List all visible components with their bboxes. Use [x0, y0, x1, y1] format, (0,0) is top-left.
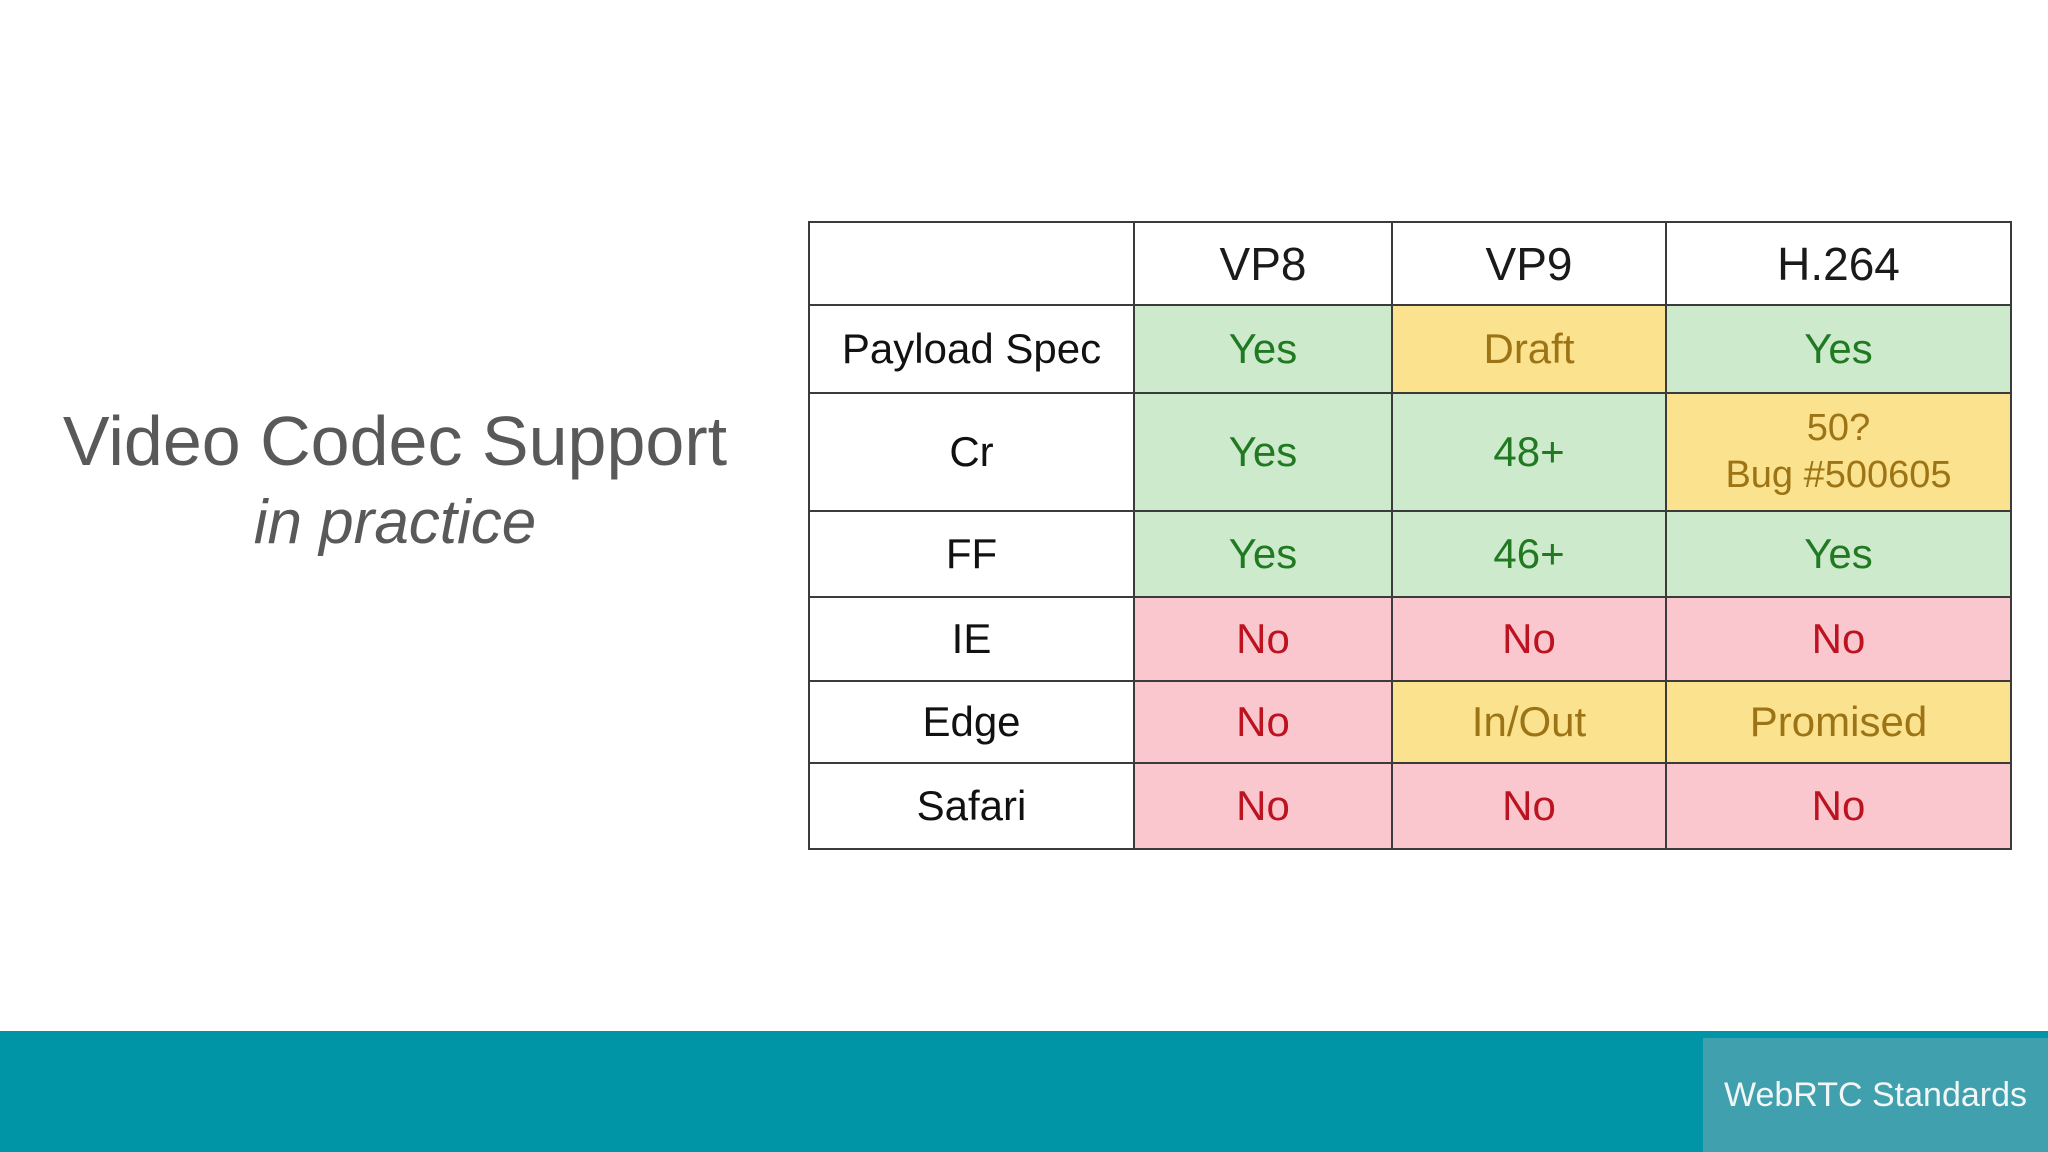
slide-subtitle: in practice [253, 487, 537, 557]
table-cell: No [1665, 596, 2012, 682]
table-cell: 46+ [1391, 510, 1667, 598]
slide-title: Video Codec Support [62, 402, 728, 480]
table-cell: Yes [1133, 304, 1393, 394]
row-label: Cr [808, 392, 1135, 512]
table-cell: In/Out [1391, 680, 1667, 764]
row-label: IE [808, 596, 1135, 682]
table-cell: Yes [1133, 392, 1393, 512]
row-label: Safari [808, 762, 1135, 850]
row-label: Edge [808, 680, 1135, 764]
row-label: FF [808, 510, 1135, 598]
column-header-vp9: VP9 [1391, 221, 1667, 306]
table-cell: No [1665, 762, 2012, 850]
table-header-row: VP8 VP9 H.264 [808, 221, 2012, 306]
table-row-payload-spec: Payload Spec Yes Draft Yes [808, 304, 2012, 394]
table-cell: 48+ [1391, 392, 1667, 512]
table-cell: No [1391, 762, 1667, 850]
table-cell: Draft [1391, 304, 1667, 394]
brand-label: WebRTC Standards [1724, 1075, 2027, 1114]
table-row-safari: Safari No No No [808, 762, 2012, 850]
codec-support-table: VP8 VP9 H.264 Payload Spec Yes Draft Yes… [808, 221, 2012, 850]
brand-box: WebRTC Standards [1703, 1038, 2048, 1152]
table-cell: Yes [1665, 304, 2012, 394]
table-row-firefox: FF Yes 46+ Yes [808, 510, 2012, 598]
table-cell: No [1133, 762, 1393, 850]
table-cell: No [1391, 596, 1667, 682]
title-block: Video Codec Support in practice [0, 398, 790, 560]
table-cell: Promised [1665, 680, 2012, 764]
table-cell: No [1133, 680, 1393, 764]
table-row-ie: IE No No No [808, 596, 2012, 682]
table-cell: Yes [1665, 510, 2012, 598]
row-label: Payload Spec [808, 304, 1135, 394]
column-header-vp8: VP8 [1133, 221, 1393, 306]
table-cell: 50? Bug #500605 [1665, 392, 2012, 512]
table-cell: No [1133, 596, 1393, 682]
table-cell: Yes [1133, 510, 1393, 598]
table-row-chrome: Cr Yes 48+ 50? Bug #500605 [808, 392, 2012, 512]
column-header-h264: H.264 [1665, 221, 2012, 306]
table-row-edge: Edge No In/Out Promised [808, 680, 2012, 764]
column-header-empty [808, 221, 1135, 306]
